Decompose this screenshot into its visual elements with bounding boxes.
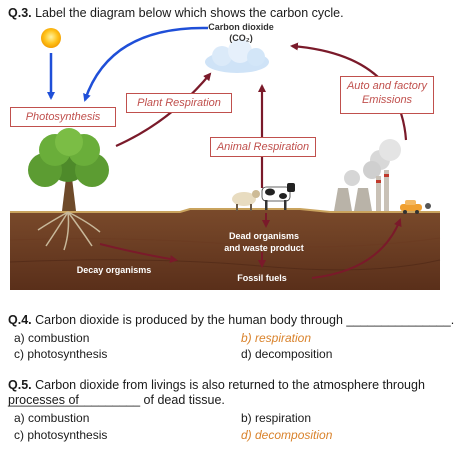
q5-heading: Q.5. Carbon dioxide from livings is also… [8, 378, 470, 408]
plant-respiration-label: Plant Respiration [126, 93, 232, 113]
q5-number: Q.5. [8, 378, 32, 392]
dead-organisms-line1: Dead organisms [228, 231, 300, 241]
dead-organisms-line2: and waste product [224, 243, 304, 253]
decay-organisms-label: Decay organisms [76, 265, 152, 275]
decay-arrow [99, 243, 178, 263]
q5-text-line1: Carbon dioxide from livings is also retu… [8, 378, 425, 407]
animal-respiration-label: Animal Respiration [210, 137, 316, 157]
q4-heading: Q.4. Carbon dioxide is produced by the h… [8, 313, 470, 328]
q5-text-line2: ___________________ of dead tissue. [8, 393, 225, 407]
emissions-label-line1: Auto and factory [346, 80, 428, 92]
photosynthesis-label: Photosynthesis [10, 107, 116, 127]
q4-text: Carbon dioxide is produced by the human … [35, 313, 455, 327]
q5-option-a: a) combustion [14, 411, 90, 425]
car-icon [400, 200, 431, 214]
q5-option-d: d) decomposition [241, 428, 333, 442]
tree-icon [28, 128, 109, 251]
cloud-icon [205, 39, 269, 73]
emissions-label-line2: Emissions [361, 94, 413, 106]
fossil-to-factory-arrow [311, 218, 402, 279]
plant-respiration-arrow [115, 72, 212, 148]
q4-option-d: d) decomposition [241, 347, 333, 361]
q3-text: Label the diagram below which shows the … [35, 6, 344, 20]
q4-number: Q.4. [8, 313, 32, 327]
fossil-fuels-label: Fossil fuels [237, 273, 287, 283]
q3-heading: Q.3. Label the diagram below which shows… [8, 6, 344, 21]
co2-to-photosynthesis-arrow [83, 26, 209, 102]
sheep-icon [232, 190, 260, 211]
co2-label: Carbon dioxide (CO₂) [199, 22, 283, 44]
cow-icon [261, 183, 295, 210]
factory-icon [334, 139, 401, 211]
dead-organisms-label: Dead organisms and waste product [214, 230, 314, 254]
emissions-label: Auto and factory Emissions [340, 76, 434, 114]
q4-option-b: b) respiration [241, 331, 312, 345]
q5-option-b: b) respiration [241, 411, 312, 425]
q3-number: Q.3. [8, 6, 32, 20]
carbon-cycle-diagram [9, 26, 441, 290]
q5-option-c: c) photosynthesis [14, 428, 108, 442]
emissions-arrow [290, 42, 408, 141]
q4-option-a: a) combustion [14, 331, 90, 345]
co2-label-line2: (CO₂) [229, 33, 253, 43]
sun-icon [41, 28, 61, 48]
q4-option-c: c) photosynthesis [14, 347, 108, 361]
co2-label-line1: Carbon dioxide [208, 22, 274, 32]
